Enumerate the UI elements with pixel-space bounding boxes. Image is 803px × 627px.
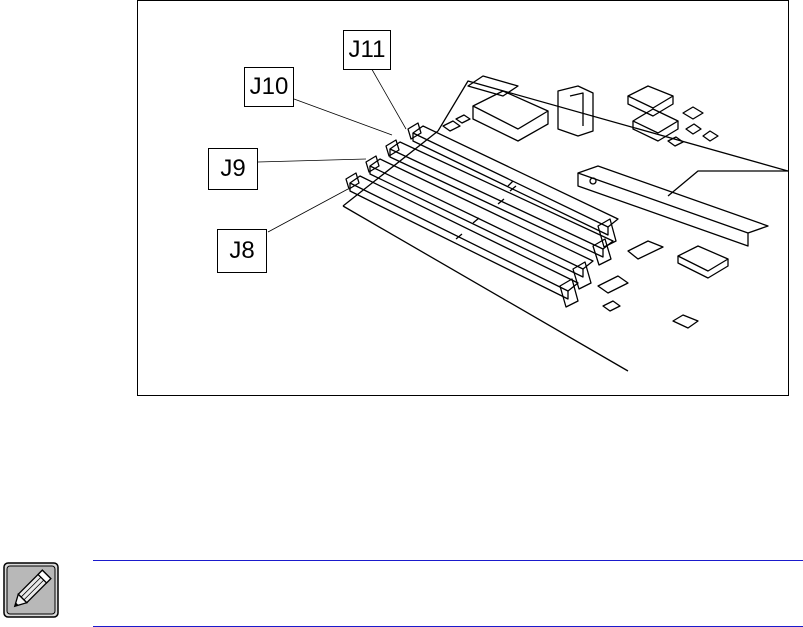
connector-label-j10: J10 <box>244 67 294 107</box>
memory-slots-figure: J11 J10 J9 J8 <box>137 0 789 396</box>
connector-label-j11: J11 <box>343 30 391 70</box>
connector-label-j9: J9 <box>208 148 258 190</box>
motherboard-drawing <box>138 1 788 395</box>
connector-label-j8: J8 <box>217 229 267 273</box>
pencil-note-icon <box>3 562 59 618</box>
note-top-rule <box>93 560 803 561</box>
